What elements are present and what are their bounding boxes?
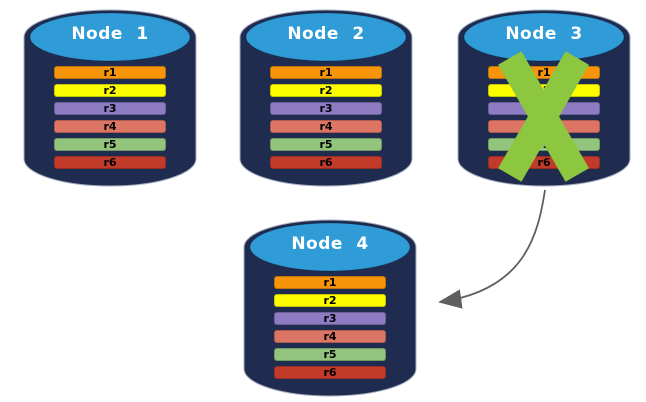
replica-bar: r6 [54, 156, 166, 169]
node-1: Node 1 r1 r2 r3 r4 r5 r6 [22, 6, 198, 190]
replica-bar: r2 [54, 84, 166, 97]
replica-bar: r4 [54, 120, 166, 133]
replica-bar: r3 [274, 312, 386, 325]
replica-bar: r2 [488, 84, 600, 97]
replica-bar: r1 [488, 66, 600, 79]
replica-bar: r1 [270, 66, 382, 79]
replica-bar: r5 [54, 138, 166, 151]
cylinder-top-ellipse [245, 12, 407, 62]
replica-bar: r3 [488, 102, 600, 115]
replica-list: r1 r2 r3 r4 r5 r6 [54, 66, 166, 169]
replica-bar: r1 [274, 276, 386, 289]
replica-bar: r2 [270, 84, 382, 97]
replica-list: r1 r2 r3 r4 r5 r6 [488, 66, 600, 169]
replica-bar: r4 [270, 120, 382, 133]
replica-bar: r3 [270, 102, 382, 115]
replica-bar: r5 [274, 348, 386, 361]
replica-bar: r5 [270, 138, 382, 151]
replica-bar: r4 [488, 120, 600, 133]
node-3: Node 3 r1 r2 r3 r4 r5 r6 [456, 6, 632, 190]
cylinder-top-ellipse [249, 222, 411, 272]
node-2: Node 2 r1 r2 r3 r4 r5 r6 [238, 6, 414, 190]
arrow-curve [438, 189, 546, 309]
replica-bar: r3 [54, 102, 166, 115]
node-title: Node 4 [291, 234, 369, 254]
replica-bar: r5 [488, 138, 600, 151]
replica-bar: r4 [274, 330, 386, 343]
node-4: Node 4 r1 r2 r3 r4 r5 r6 [242, 216, 418, 400]
replica-bar: r2 [274, 294, 386, 307]
replica-list: r1 r2 r3 r4 r5 r6 [274, 276, 386, 379]
node-title: Node 2 [287, 24, 365, 44]
node-title: Node 1 [71, 24, 149, 44]
replica-bar: r6 [274, 366, 386, 379]
node-title: Node 3 [505, 24, 583, 44]
replica-bar: r1 [54, 66, 166, 79]
replica-list: r1 r2 r3 r4 r5 r6 [270, 66, 382, 169]
replica-bar: r6 [270, 156, 382, 169]
cylinder-top-ellipse [29, 12, 191, 62]
replica-bar: r6 [488, 156, 600, 169]
